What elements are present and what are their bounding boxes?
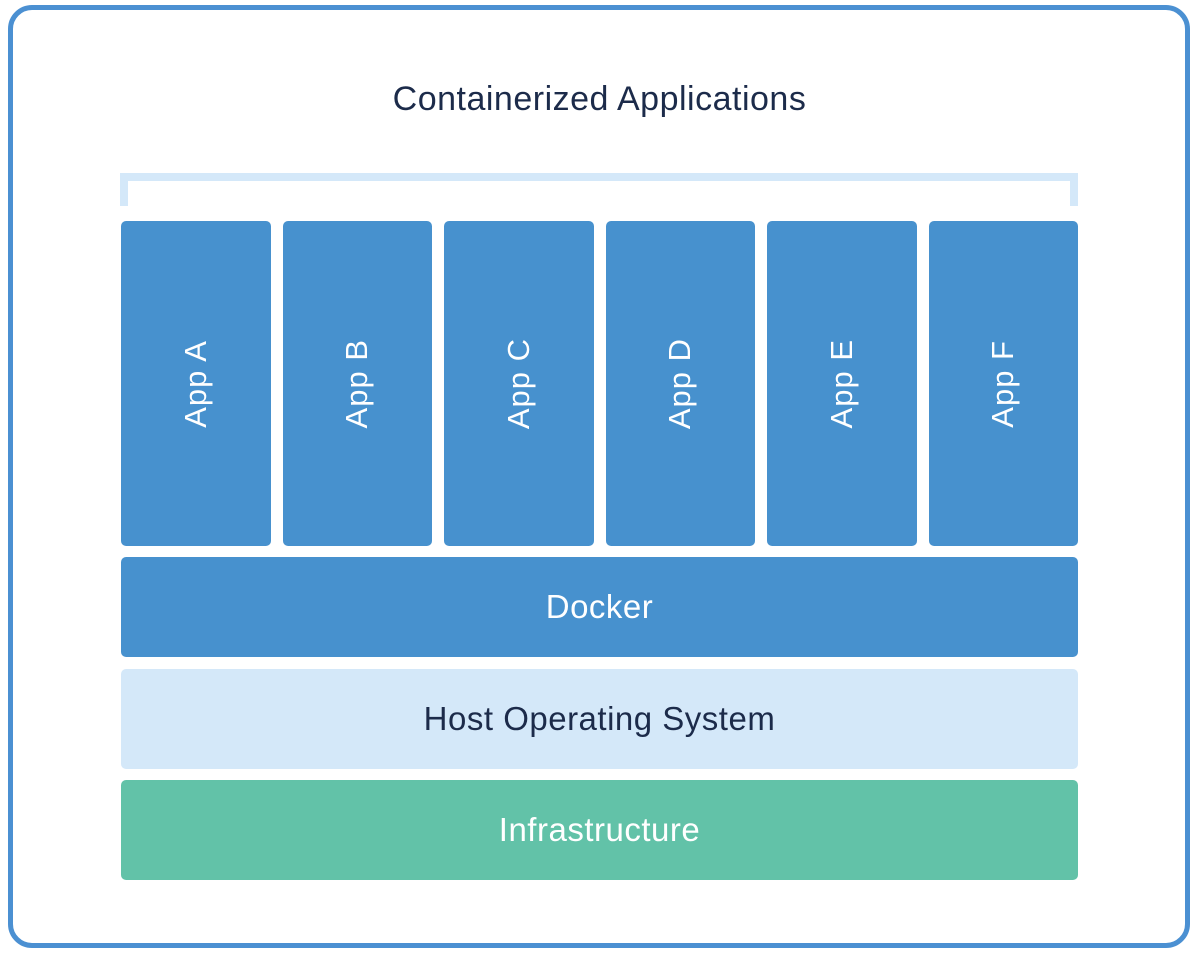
app-box-b: App B: [282, 221, 432, 546]
app-box-a: App A: [121, 221, 271, 546]
diagram-title: Containerized Applications: [392, 80, 807, 118]
app-box-label: App E: [823, 338, 859, 429]
app-box-f: App F: [928, 221, 1078, 546]
layer-infrastructure: Infrastructure: [121, 780, 1078, 880]
layer-host-operating-system: Host Operating System: [121, 669, 1078, 769]
containerized-apps-bracket: [120, 173, 1078, 206]
apps-row: App A App B App C App D App E App F: [121, 221, 1078, 546]
app-box-d: App D: [605, 221, 755, 546]
app-box-c: App C: [444, 221, 594, 546]
app-box-label: App B: [339, 338, 375, 429]
app-box-label: App F: [985, 339, 1021, 428]
app-box-e: App E: [767, 221, 917, 546]
app-box-label: App C: [500, 337, 536, 430]
app-box-label: App A: [177, 339, 213, 428]
app-box-label: App D: [662, 337, 698, 430]
layer-docker: Docker: [121, 557, 1078, 657]
